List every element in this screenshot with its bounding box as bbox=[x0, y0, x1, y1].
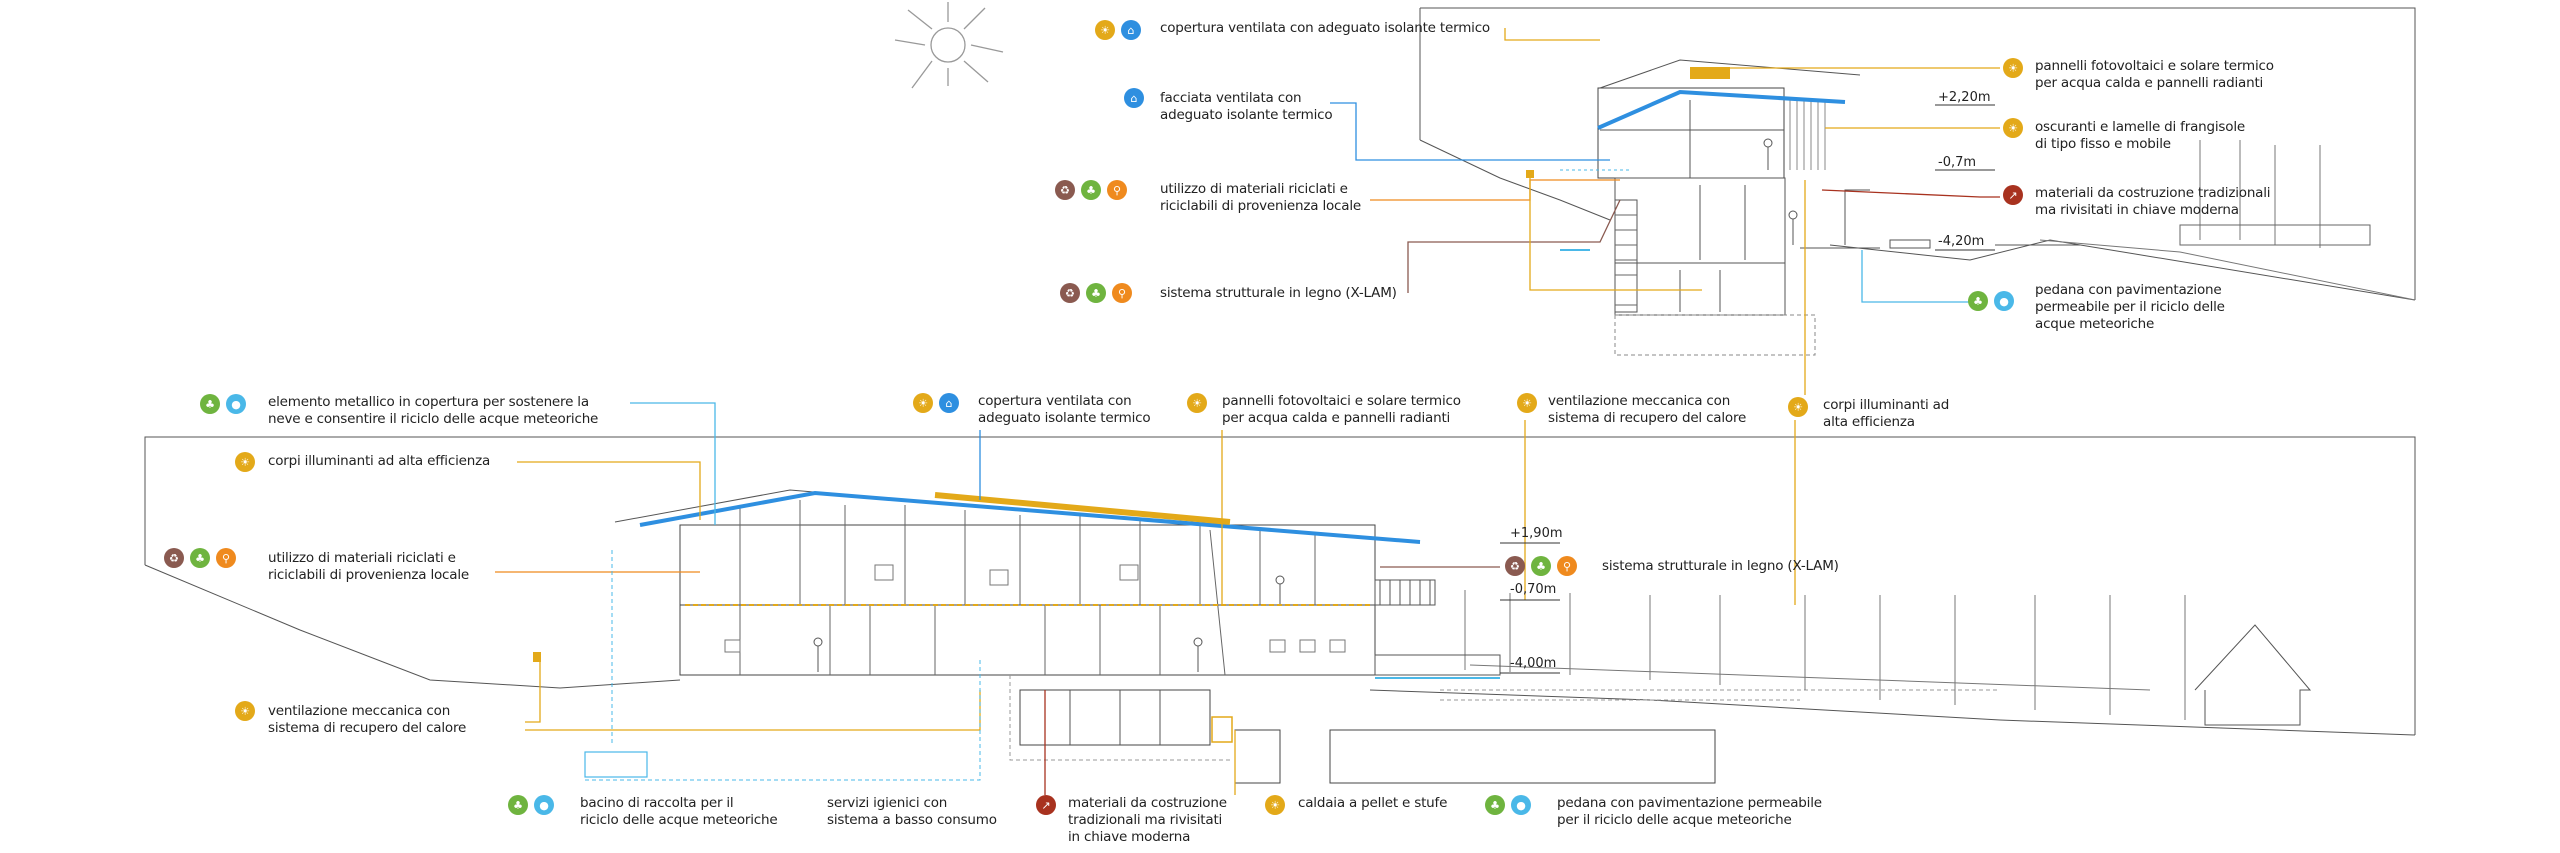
sun-icon bbox=[894, 2, 1004, 89]
top-level-2: -0,7m bbox=[1938, 155, 1977, 170]
leaf-icon: ♣ bbox=[1081, 180, 1101, 200]
t5-icons: ☀ bbox=[2003, 58, 2023, 78]
t7-icons: ↗ bbox=[2003, 185, 2023, 205]
b5-label: copertura ventilata con adeguato isolant… bbox=[978, 393, 1151, 426]
leaf-icon: ♣ bbox=[508, 795, 528, 815]
t9-label: ventilazione meccanica con sistema di re… bbox=[1548, 393, 1747, 426]
t2-label: facciata ventilata con adeguato isolante… bbox=[1160, 90, 1333, 123]
leaf-icon: ♣ bbox=[1531, 556, 1551, 576]
insulation-icon: ⌂ bbox=[1121, 20, 1141, 40]
b10-label: materiali da costruzione tradizionali ma… bbox=[1068, 795, 1227, 845]
local-icon: ⚲ bbox=[1112, 283, 1132, 303]
energy-icon: ☀ bbox=[1265, 795, 1285, 815]
bottom-leader-lines bbox=[495, 402, 1796, 795]
b4-icons: ☀ bbox=[235, 701, 255, 721]
top-solar-panel bbox=[1690, 67, 1730, 79]
water-drop-icon: ● bbox=[226, 394, 246, 414]
top-section-drawing bbox=[1419, 7, 2416, 356]
energy-icon: ☀ bbox=[235, 701, 255, 721]
recycle-icon: ♻ bbox=[1505, 556, 1525, 576]
b6-icons: ☀ bbox=[1187, 393, 1207, 413]
tradition-icon: ↗ bbox=[1036, 795, 1056, 815]
b12-label: pedana con pavimentazione permeabile per… bbox=[1557, 795, 1822, 828]
t10-icons: ☀ bbox=[1788, 397, 1808, 417]
bottom-solar-panel bbox=[934, 492, 1231, 525]
tradition-icon: ↗ bbox=[2003, 185, 2023, 205]
leaf-icon: ♣ bbox=[1485, 795, 1505, 815]
recycle-icon: ♻ bbox=[164, 548, 184, 568]
b4-label: ventilazione meccanica con sistema di re… bbox=[268, 703, 467, 736]
insulation-icon: ⌂ bbox=[939, 393, 959, 413]
leaf-icon: ♣ bbox=[1086, 283, 1106, 303]
water-drop-icon: ● bbox=[1511, 795, 1531, 815]
recycle-icon: ♻ bbox=[1055, 180, 1075, 200]
t4-icons: ♻ ♣ ⚲ bbox=[1060, 283, 1132, 303]
b12-icons: ♣ ● bbox=[1485, 795, 1531, 815]
b6-label: pannelli fotovoltaici e solare termico p… bbox=[1222, 393, 1461, 426]
b8-icons: ♣ ● bbox=[508, 795, 554, 815]
water-drop-icon: ● bbox=[1994, 291, 2014, 311]
b1-icons: ♣ ● bbox=[200, 394, 246, 414]
b1-label: elemento metallico in copertura per sost… bbox=[268, 394, 599, 427]
local-icon: ⚲ bbox=[216, 548, 236, 568]
leaf-icon: ♣ bbox=[1968, 291, 1988, 311]
b3-label: utilizzo di materiali riciclati e ricicl… bbox=[268, 550, 470, 583]
t8-icons: ♣ ● bbox=[1968, 291, 2014, 311]
t6-icons: ☀ bbox=[2003, 118, 2023, 138]
bottom-level-1: +1,90m bbox=[1510, 526, 1563, 541]
bottom-level-3: -4,00m bbox=[1510, 656, 1557, 671]
bottom-section-drawing bbox=[144, 436, 2416, 784]
t5-label: pannelli fotovoltaici e solare termico p… bbox=[2035, 58, 2274, 91]
top-level-1: +2,20m bbox=[1938, 90, 1991, 105]
b2-label: corpi illuminanti ad alta efficienza bbox=[268, 453, 491, 469]
t1-label: copertura ventilata con adeguato isolant… bbox=[1160, 20, 1490, 36]
energy-icon: ☀ bbox=[1788, 397, 1808, 417]
water-drop-icon: ● bbox=[534, 795, 554, 815]
t7-label: materiali da costruzione tradizionali ma… bbox=[2035, 185, 2271, 218]
local-icon: ⚲ bbox=[1557, 556, 1577, 576]
local-icon: ⚲ bbox=[1107, 180, 1127, 200]
top-level-3: -4,20m bbox=[1938, 234, 1985, 249]
t6-label: oscuranti e lamelle di frangisole di tip… bbox=[2035, 119, 2245, 152]
energy-icon: ☀ bbox=[1517, 393, 1537, 413]
t10-label: corpi illuminanti ad alta efficienza bbox=[1823, 397, 1950, 430]
t1-icons: ☀ ⌂ bbox=[1095, 20, 1141, 40]
b5-icons: ☀ ⌂ bbox=[913, 393, 959, 413]
recycle-icon: ♻ bbox=[1060, 283, 1080, 303]
energy-icon: ☀ bbox=[1187, 393, 1207, 413]
bottom-roof-insulation bbox=[639, 490, 1421, 544]
b3-icons: ♻ ♣ ⚲ bbox=[164, 548, 236, 568]
b7-icons: ♻ ♣ ⚲ bbox=[1505, 556, 1577, 576]
energy-icon: ☀ bbox=[2003, 58, 2023, 78]
energy-icon: ☀ bbox=[1095, 20, 1115, 40]
b2-icons: ☀ bbox=[235, 452, 255, 472]
top-leader-lines bbox=[1330, 28, 2000, 395]
leaf-icon: ♣ bbox=[190, 548, 210, 568]
b11-icons: ☀ bbox=[1265, 795, 1285, 815]
t4-label: sistema strutturale in legno (X-LAM) bbox=[1160, 285, 1397, 301]
bottom-level-2: -0,70m bbox=[1510, 582, 1557, 597]
leaf-icon: ♣ bbox=[200, 394, 220, 414]
energy-icon: ☀ bbox=[2003, 118, 2023, 138]
energy-icon: ☀ bbox=[913, 393, 933, 413]
insulation-icon: ⌂ bbox=[1124, 88, 1144, 108]
t3-icons: ♻ ♣ ⚲ bbox=[1055, 180, 1127, 200]
t2-icons: ⌂ bbox=[1124, 88, 1144, 108]
top-roof-insulation bbox=[1597, 89, 1846, 130]
t8-label: pedana con pavimentazione permeabile per… bbox=[2035, 282, 2225, 332]
energy-icon: ☀ bbox=[235, 452, 255, 472]
t3-label: utilizzo di materiali riciclati e ricicl… bbox=[1160, 181, 1362, 214]
b11-label: caldaia a pellet e stufe bbox=[1298, 795, 1448, 811]
b8-label: bacino di raccolta per il riciclo delle … bbox=[580, 795, 778, 828]
t9-icons: ☀ bbox=[1517, 393, 1537, 413]
b7-label: sistema strutturale in legno (X-LAM) bbox=[1602, 558, 1839, 574]
b10-icons: ↗ bbox=[1036, 795, 1056, 815]
b9-label: servizi igienici con sistema a basso con… bbox=[827, 795, 997, 828]
